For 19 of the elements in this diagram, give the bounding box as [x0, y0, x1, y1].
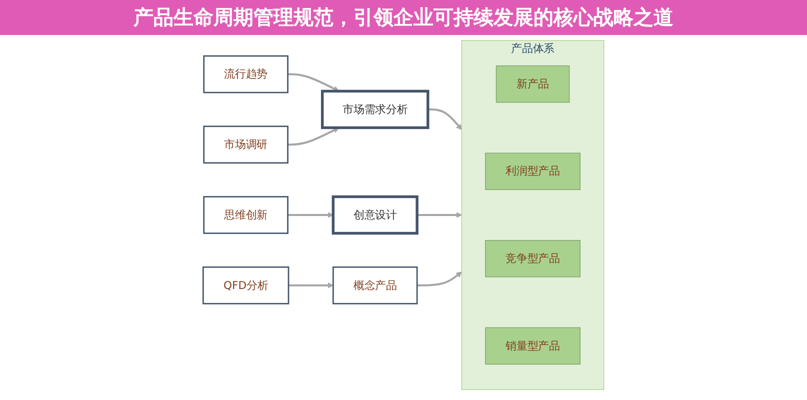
node-box: 市场需求分析: [320, 90, 430, 130]
node-box: QFD分析: [202, 266, 290, 304]
arrow: [417, 272, 462, 286]
node-box: 利润型产品: [485, 152, 580, 190]
title-banner: 产品生命周期管理规范，引领企业可持续发展的核心战略之道: [0, 0, 807, 35]
arrow: [428, 108, 462, 130]
arrow: [288, 73, 340, 92]
arrow: [417, 212, 462, 218]
arrow: [288, 212, 334, 218]
node-box: 思维创新: [203, 196, 288, 234]
node-box: 创意设计: [332, 195, 418, 235]
node-box: 流行趋势: [203, 55, 288, 94]
node-box: 新产品: [496, 65, 570, 103]
node-box: 竞争型产品: [485, 240, 580, 278]
node-box: 市场调研: [203, 126, 288, 164]
node-box: 概念产品: [332, 266, 418, 304]
node-box: 销量型产品: [485, 327, 580, 365]
arrow: [288, 282, 334, 288]
arrow: [288, 127, 340, 146]
